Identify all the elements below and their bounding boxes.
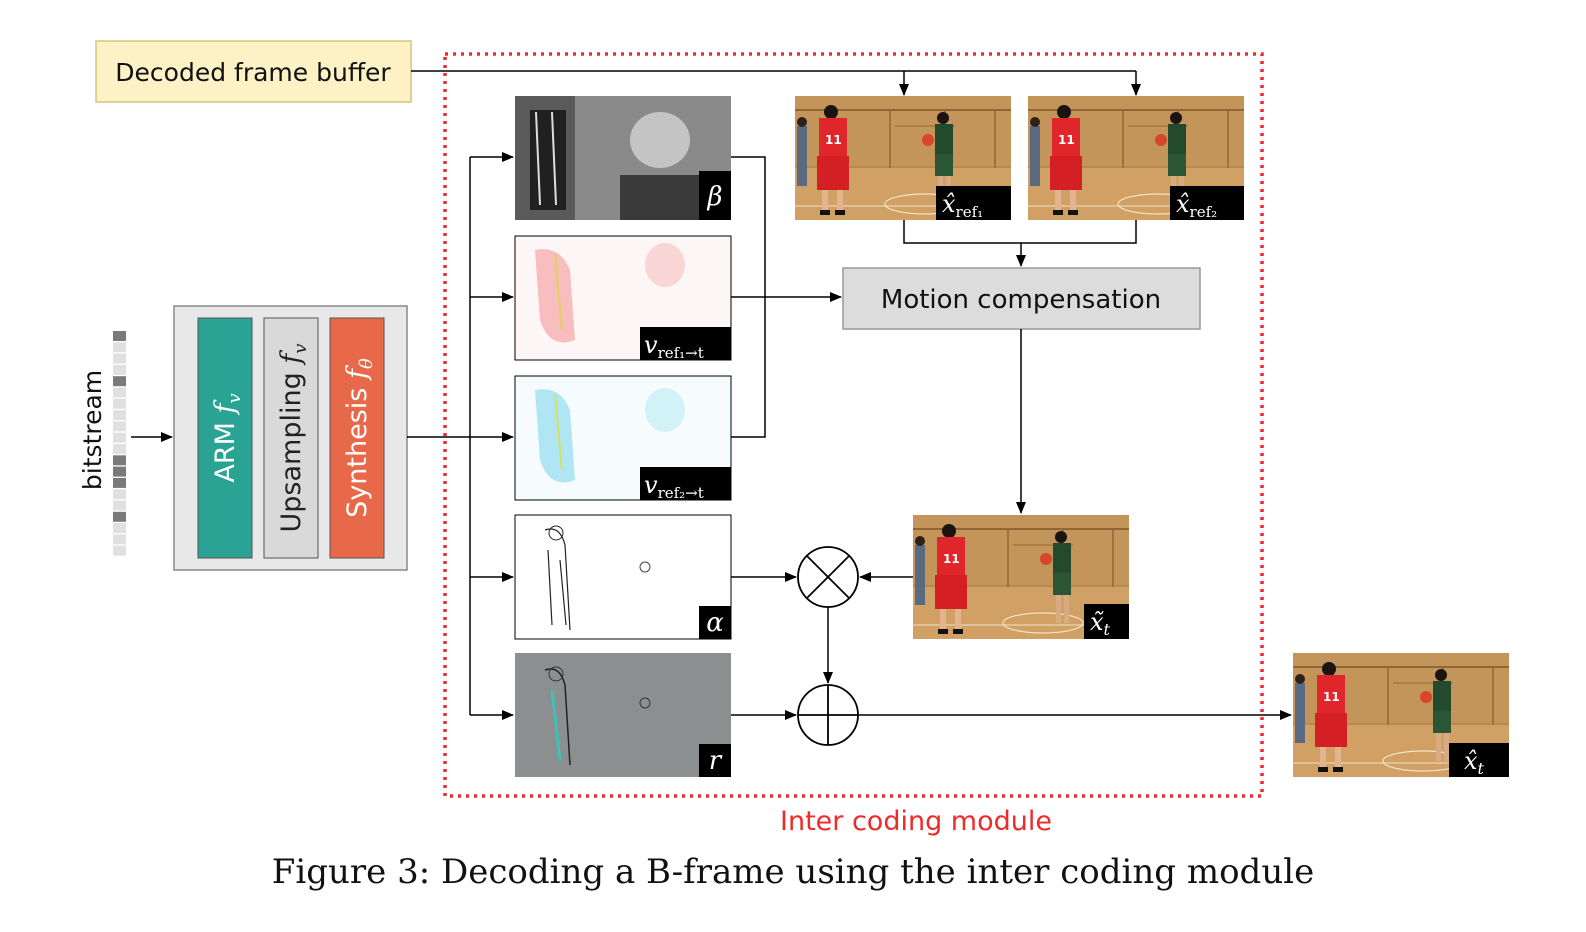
output-frame: x̂t [1293,653,1509,778]
bitstream-bit [113,523,126,534]
beta-map: β [515,96,731,220]
svg-text:Synthesis fθ: Synthesis fθ [342,358,377,518]
bitstream-bit [113,455,126,466]
bitstream-bit [113,489,126,500]
bitstream-bit [113,511,126,522]
v-ref1-map: vref₁→t [514,235,732,362]
output-label: x̂t [1464,747,1485,778]
ref2-label: x̂ref₂ [1176,190,1217,221]
synthesis-block: Synthesis fθ [329,317,385,559]
svg-text:Upsampling fv: Upsampling fv [276,344,311,533]
ref2-frame: x̂ref₂ [1028,96,1244,221]
alpha-map: α [514,514,732,640]
svg-text:ARM fv: ARM fv [210,393,245,482]
prediction-label: x̃t [1090,608,1111,639]
bitstream-bit [113,364,126,375]
bitstream-bit [113,376,126,387]
bitstream-bit [113,342,126,353]
bitstream-bit [113,432,126,443]
ref1-frame: x̂ref₁ [795,96,1011,221]
v-ref1-label: vref₁→t [644,331,704,362]
prediction-frame: x̃t [913,515,1129,639]
bitstream: bitstream [78,331,126,556]
arm-label: ARM [210,422,241,483]
bitstream-bit [113,466,126,477]
alpha-label: α [706,608,724,638]
upsampling-block: Upsampling fv [263,317,319,559]
bitstream-bit [113,398,126,409]
bitstream-bit [113,534,126,545]
inter-coding-module-border [443,52,1264,798]
ref1-label: x̂ref₁ [942,190,983,221]
decoded-frame-buffer: Decoded frame buffer [95,40,412,103]
bitstream-bit [113,331,126,341]
synthesis-label: Synthesis [342,388,373,518]
v-ref2-map: vref₂→t [514,375,732,502]
bitstream-bit [113,410,126,421]
figure-caption: Figure 3: Decoding a B-frame using the i… [271,852,1315,892]
residual-label: r [709,746,723,776]
bitstream-bit [113,545,126,556]
residual-map: r [515,653,731,777]
bitstream-label: bitstream [78,370,107,490]
frame-buffer-label: Decoded frame buffer [115,58,391,87]
refs-join-line [903,220,1137,244]
beta-label: β [706,182,722,212]
add-operator [797,684,859,746]
multiply-operator [797,546,859,608]
bitstream-bits [113,331,126,556]
motion-compensation-block: Motion compensation [842,267,1201,330]
bitstream-bit [113,500,126,511]
upsampling-label: Upsampling [276,372,307,532]
diagram-canvas: 11 Inter coding module Decoded frame buf… [78,40,1509,837]
motion-compensation-label: Motion compensation [881,285,1161,315]
arm-block: ARM fv [197,317,253,559]
bitstream-bit [113,353,126,364]
v-ref2-label: vref₂→t [644,471,704,502]
bitstream-bit [113,387,126,398]
bitstream-bit [113,421,126,432]
inter-coding-module-label: Inter coding module [780,806,1052,837]
bitstream-bit [113,444,126,454]
bitstream-bit [113,477,126,488]
